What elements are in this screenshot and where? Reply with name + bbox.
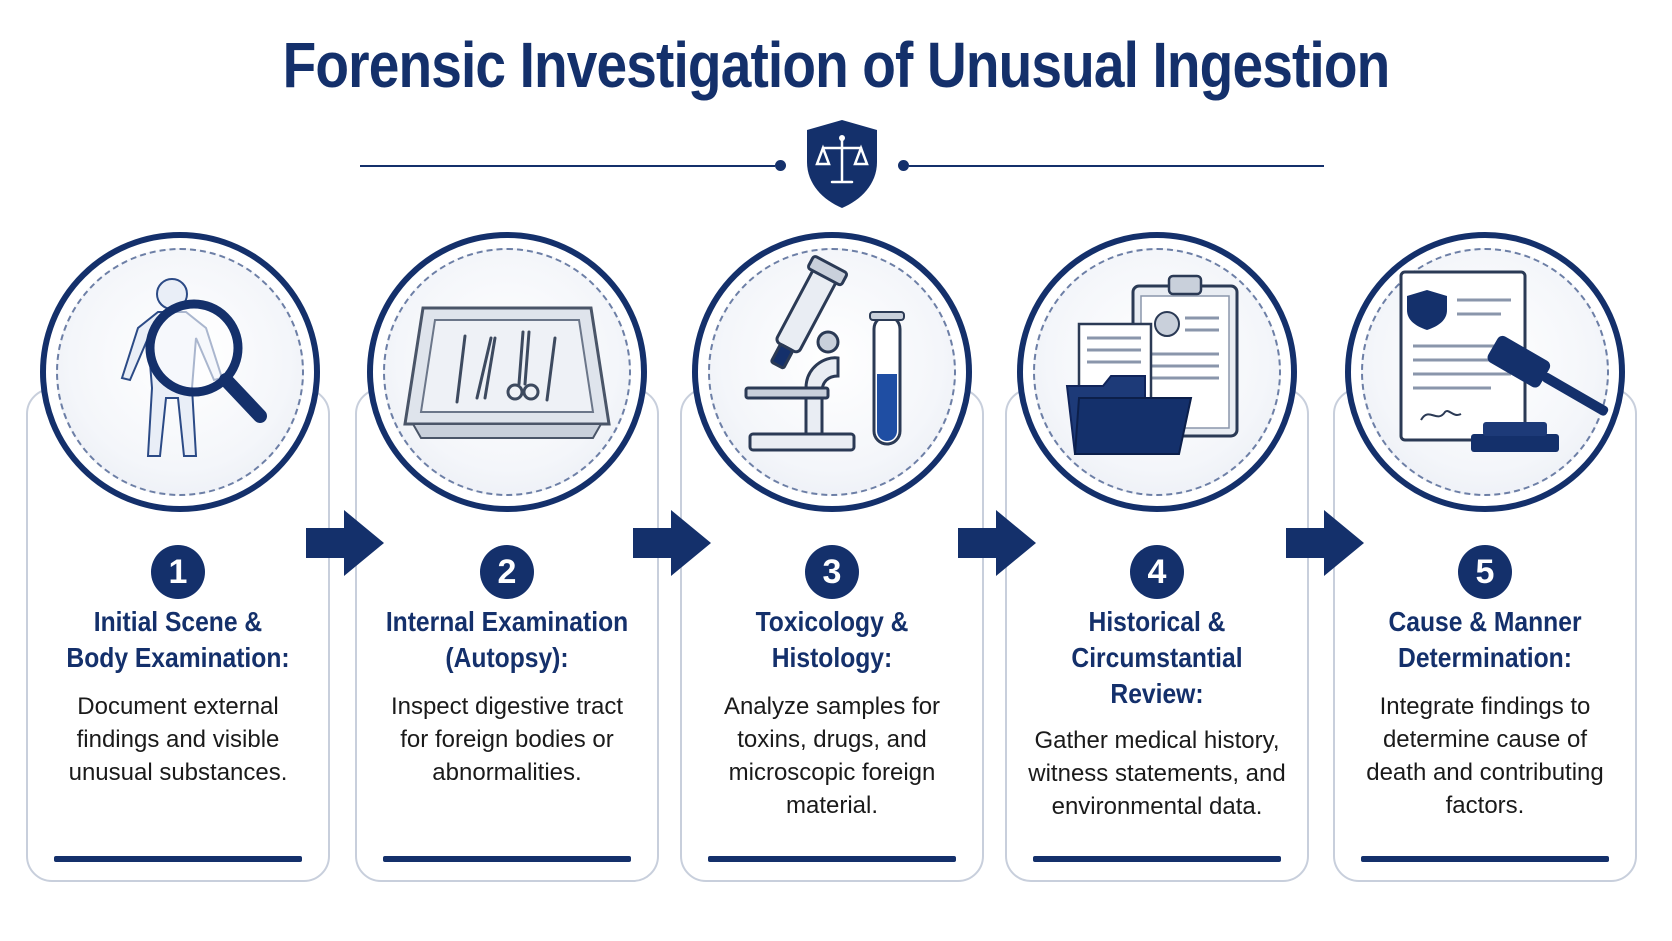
card-accent-bar	[1361, 856, 1609, 862]
card-accent-bar	[1033, 856, 1281, 862]
scales-of-justice-shield-icon	[807, 120, 877, 208]
report-gavel-icon	[1399, 270, 1609, 452]
step-2-illustration	[367, 232, 647, 512]
card-accent-bar	[383, 856, 631, 862]
title-divider-left	[360, 165, 775, 167]
step-title-1: Initial Scene &Body Examination:	[66, 606, 290, 673]
step-description-4: Gather medical history,witness statement…	[1028, 727, 1286, 820]
title-divider-right	[909, 165, 1324, 167]
step-1-illustration	[40, 232, 320, 512]
step-title-3: Toxicology &Histology:	[755, 606, 909, 673]
clipboard-folder-icon	[1065, 274, 1239, 455]
arrow-right-icon	[958, 510, 1036, 576]
card-accent-bar	[54, 856, 302, 862]
step-3-illustration	[692, 232, 972, 512]
card-accent-bar	[708, 856, 956, 862]
body-magnifier-icon	[120, 278, 267, 457]
arrow-right-icon	[306, 510, 384, 576]
microscope-test-tube-icon	[744, 255, 905, 452]
step-number-3: 3	[805, 545, 859, 599]
title-divider-right-dot	[898, 160, 909, 171]
step-title-2: Internal Examination(Autopsy):	[385, 606, 629, 673]
step-number-5: 5	[1458, 545, 1512, 599]
arrow-right-icon	[1286, 510, 1364, 576]
step-5-illustration	[1345, 232, 1625, 512]
step-number-1: 1	[151, 545, 205, 599]
arrow-right-icon	[633, 510, 711, 576]
surgical-tray-icon	[403, 306, 611, 439]
step-number-4: 4	[1130, 545, 1184, 599]
step-4-illustration	[1017, 232, 1297, 512]
step-number-2: 2	[480, 545, 534, 599]
page-title: Forensic Investigation of Unusual Ingest…	[282, 29, 1391, 101]
title-divider-left-dot	[775, 160, 786, 171]
